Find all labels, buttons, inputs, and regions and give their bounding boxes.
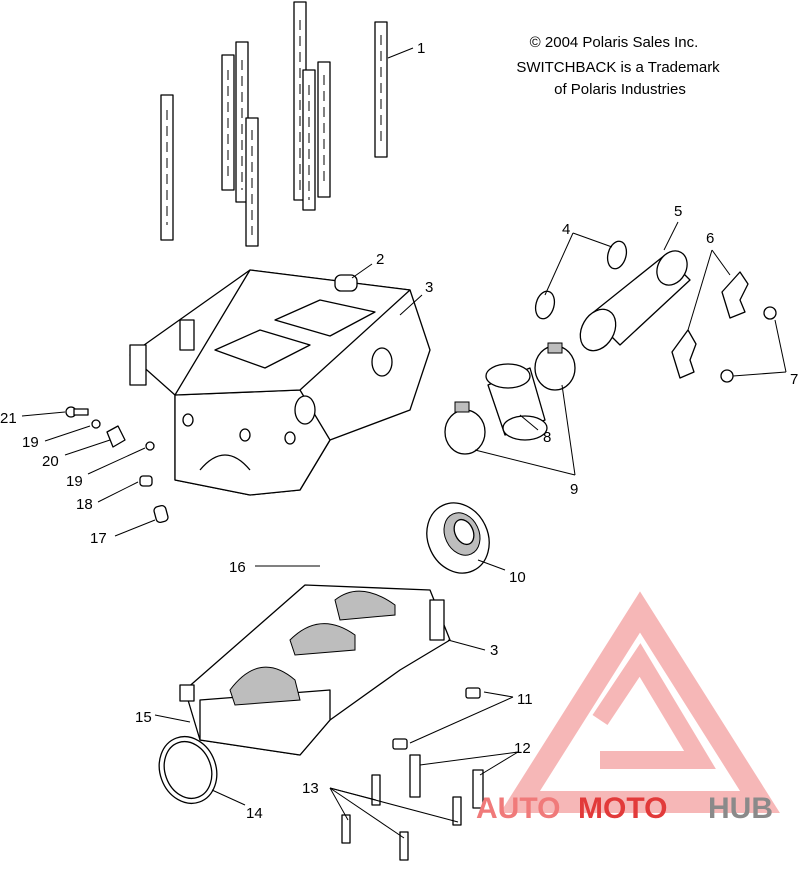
callout-15: 15 [135, 709, 152, 726]
upper-crankcase [129, 269, 431, 496]
callout-3-lower: 3 [490, 642, 498, 659]
callout-5: 5 [674, 203, 682, 220]
callout-7: 7 [790, 371, 798, 388]
callout-2: 2 [376, 251, 384, 268]
watermark-moto: MOTO [578, 792, 667, 825]
callout-9: 9 [570, 481, 578, 498]
watermark-hub: HUB [708, 792, 773, 825]
callout-13: 13 [302, 780, 319, 797]
watermark-text: AUTO MOTO HUB [476, 792, 773, 825]
callout-19-lower: 19 [66, 473, 83, 490]
watermark-logo-icon [500, 591, 780, 813]
stud-group [160, 1, 388, 247]
o-ring [158, 735, 218, 805]
callout-12: 12 [514, 740, 531, 757]
small-hardware-left [65, 406, 169, 524]
callout-18: 18 [76, 496, 93, 513]
oil-seal [426, 502, 490, 574]
watermark-auto: AUTO [476, 792, 560, 825]
callout-14: 14 [246, 805, 263, 822]
copyright-line-2: SWITCHBACK is a Trademark [516, 59, 720, 76]
leader-lines [21, 47, 787, 839]
callout-21: 21 [0, 410, 17, 427]
callout-19-upper: 19 [22, 434, 39, 451]
callout-16: 16 [229, 559, 246, 576]
lower-bolts [341, 687, 484, 861]
callout-1: 1 [417, 40, 425, 57]
callout-3-upper: 3 [425, 279, 433, 296]
copyright-notice: © 2004 Polaris Sales Inc. SWITCHBACK is … [516, 34, 720, 98]
callout-labels: 1 2 3 3 4 5 6 7 8 9 10 11 12 13 14 15 16… [0, 40, 798, 822]
dowel-pin [334, 274, 358, 292]
callout-20: 20 [42, 453, 59, 470]
callout-8: 8 [543, 429, 551, 446]
copyright-line-1: © 2004 Polaris Sales Inc. [530, 34, 699, 51]
callout-6: 6 [706, 230, 714, 247]
callout-11: 11 [517, 691, 533, 708]
lower-crankcase [179, 584, 451, 756]
copyright-line-3: of Polaris Industries [554, 81, 686, 98]
brackets [671, 271, 777, 383]
callout-10: 10 [509, 569, 526, 586]
callout-17: 17 [90, 530, 107, 547]
callout-4: 4 [562, 221, 570, 238]
hose-assembly [444, 240, 691, 455]
